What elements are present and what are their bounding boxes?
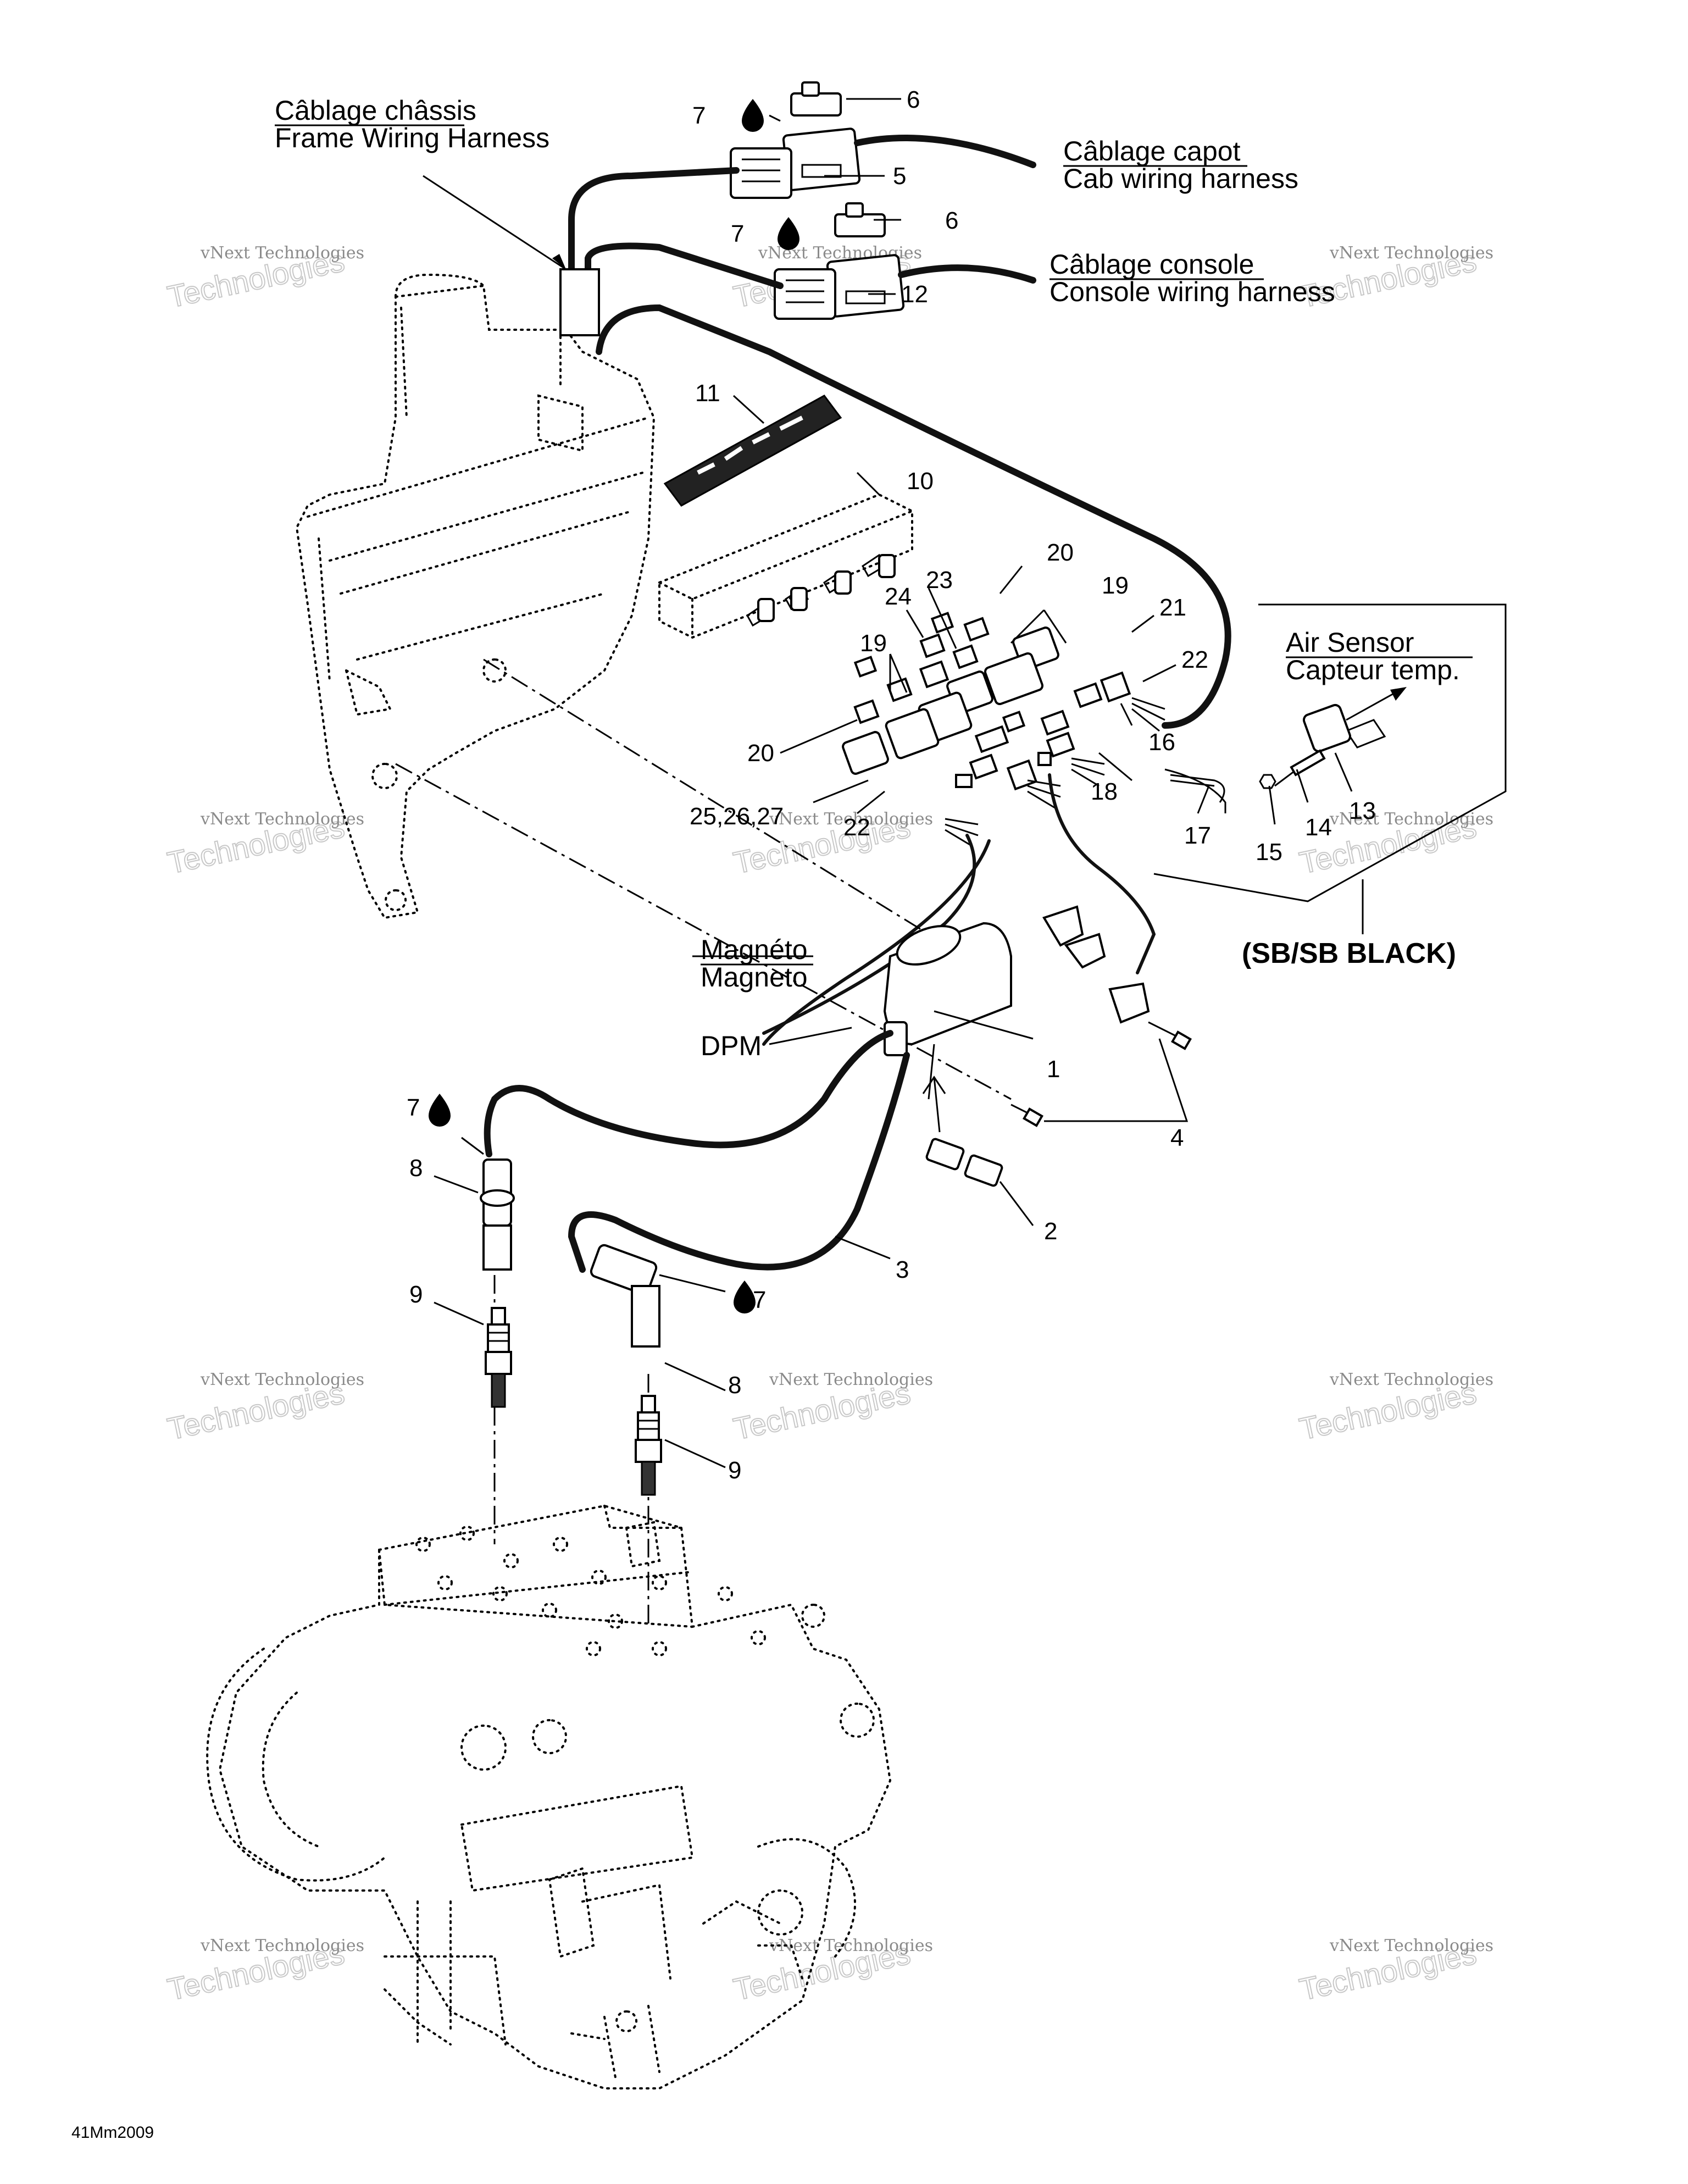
oil-drop-icon xyxy=(429,1094,451,1127)
svg-text:vNext Technologies: vNext Technologies xyxy=(200,1936,364,1955)
connector-2 xyxy=(925,1138,1003,1187)
ecu-module xyxy=(658,493,913,639)
callout-16: 16 xyxy=(1148,729,1175,756)
svg-text:Cab wiring harness: Cab wiring harness xyxy=(1063,163,1298,194)
svg-text:vNext Technologies: vNext Technologies xyxy=(769,1370,933,1389)
callout-18: 18 xyxy=(1091,778,1118,805)
callout-3: 3 xyxy=(896,1256,909,1283)
console-cap-6b xyxy=(834,202,886,237)
callout-25-26-27: 25,26,27 xyxy=(690,803,784,830)
watermark-1: Technologies vNext Technologies xyxy=(164,242,364,315)
svg-text:Capteur temp.: Capteur temp. xyxy=(1286,655,1460,685)
callout-21: 21 xyxy=(1159,594,1186,621)
callout-11: 11 xyxy=(695,380,720,407)
drawing-code: 41Mm2009 xyxy=(71,2124,154,2142)
oil-drop-icon xyxy=(734,1281,756,1313)
cylinder-head-bolts xyxy=(415,1526,766,1656)
cab-cap-6a xyxy=(790,81,842,117)
svg-text:Câblage console: Câblage console xyxy=(1050,249,1254,280)
spark-plug-left xyxy=(485,1307,512,1408)
spark-plug-cap-right xyxy=(590,1244,660,1348)
callout-15: 15 xyxy=(1256,839,1282,866)
svg-text:vNext Technologies: vNext Technologies xyxy=(769,1936,933,1955)
callout-6: 6 xyxy=(945,207,958,234)
watermark-grid: Technologies vNext Technologies Technolo… xyxy=(164,242,1493,2008)
spark-plug-right xyxy=(635,1395,662,1496)
callout-19: 19 xyxy=(860,630,887,657)
oil-drop-icon xyxy=(778,217,799,250)
callout-24: 24 xyxy=(885,583,912,610)
callout-14: 14 xyxy=(1305,814,1332,841)
svg-text:Magnéto: Magnéto xyxy=(701,934,808,965)
callout-20: 20 xyxy=(1047,539,1074,566)
leader-lines xyxy=(423,98,1364,1468)
harness-wires xyxy=(559,135,1231,729)
svg-text:vNext Technologies: vNext Technologies xyxy=(1329,243,1493,263)
watermark-10: Technologies vNext Technologies xyxy=(164,1935,364,2008)
watermark-4: Technologies vNext Technologies xyxy=(164,808,364,881)
svg-text:vNext Technologies: vNext Technologies xyxy=(200,1370,364,1389)
oil-tank-outline xyxy=(295,273,656,919)
callout-7: 7 xyxy=(753,1287,766,1313)
model-note: (SB/SB BLACK) xyxy=(1242,938,1456,969)
callout-7: 7 xyxy=(692,102,706,129)
callout-numbers: 7 6 5 7 6 12 11 10 20 19 23 24 21 22 19 … xyxy=(407,86,1376,1484)
watermark-11: Technologies vNext Technologies xyxy=(730,1935,933,2008)
callout-23: 23 xyxy=(926,567,953,594)
svg-text:vNext Technologies: vNext Technologies xyxy=(200,810,364,829)
watermark-9: Technologies vNext Technologies xyxy=(1296,1370,1493,1447)
svg-text:Câblage châssis: Câblage châssis xyxy=(275,95,476,126)
callout-22: 22 xyxy=(843,814,870,841)
callout-2: 2 xyxy=(1044,1218,1057,1245)
console-harness-label: Câblage console Console wiring harness xyxy=(1050,249,1335,307)
cab-connector-5 xyxy=(730,128,861,199)
oil-drop-icon xyxy=(742,99,764,132)
decal-11 xyxy=(663,395,842,507)
ignition-coil xyxy=(883,922,1012,1100)
callout-20: 20 xyxy=(747,740,774,767)
console-connector-12 xyxy=(774,254,905,320)
connector-cluster xyxy=(762,612,1225,1046)
svg-text:vNext Technologies: vNext Technologies xyxy=(769,810,933,829)
air-sensor-label: Air Sensor Capteur temp. xyxy=(1286,627,1473,685)
callout-8: 8 xyxy=(409,1155,423,1182)
svg-text:vNext Technologies: vNext Technologies xyxy=(1329,1370,1493,1389)
callout-8: 8 xyxy=(728,1372,741,1399)
callout-7: 7 xyxy=(731,220,744,247)
svg-text:vNext Technologies: vNext Technologies xyxy=(200,243,364,263)
air-sensor-assy xyxy=(1153,603,1507,902)
engine-outline xyxy=(206,1504,892,2089)
callout-13: 13 xyxy=(1349,797,1376,824)
callout-9: 9 xyxy=(409,1281,423,1308)
callout-12: 12 xyxy=(901,281,928,308)
svg-text:vNext Technologies: vNext Technologies xyxy=(1329,1936,1493,1955)
spark-plug-wires xyxy=(484,1030,910,1273)
dpm-label: DPM xyxy=(701,1030,762,1061)
callout-6: 6 xyxy=(907,86,920,113)
frame-harness-label: Câblage châssis Frame Wiring Harness xyxy=(275,95,549,153)
callout-7: 7 xyxy=(407,1094,420,1121)
spark-plug-cap-left xyxy=(480,1158,515,1271)
callout-9: 9 xyxy=(728,1457,741,1484)
svg-text:Frame Wiring Harness: Frame Wiring Harness xyxy=(275,123,549,153)
cab-harness-label: Câblage capot Cab wiring harness xyxy=(1063,136,1298,194)
magneto-label: Magnéto Magneto xyxy=(701,934,813,993)
callout-17: 17 xyxy=(1184,822,1211,849)
callout-5: 5 xyxy=(893,163,906,190)
watermark-12: Technologies vNext Technologies xyxy=(1296,1935,1493,2008)
callout-4: 4 xyxy=(1170,1124,1184,1151)
svg-text:Air Sensor: Air Sensor xyxy=(1286,627,1414,658)
ignition-bracket-4 xyxy=(1010,905,1192,1127)
callout-10: 10 xyxy=(907,468,934,495)
svg-text:Câblage capot: Câblage capot xyxy=(1063,136,1241,167)
watermark-7: Technologies vNext Technologies xyxy=(164,1370,364,1447)
callout-22: 22 xyxy=(1181,646,1208,673)
callout-19: 19 xyxy=(1102,572,1129,599)
svg-text:Console wiring harness: Console wiring harness xyxy=(1050,276,1335,307)
callout-1: 1 xyxy=(1047,1056,1060,1083)
lubricant-icons xyxy=(429,99,799,1313)
watermark-8: Technologies vNext Technologies xyxy=(730,1370,933,1447)
svg-text:Magneto: Magneto xyxy=(701,962,808,993)
